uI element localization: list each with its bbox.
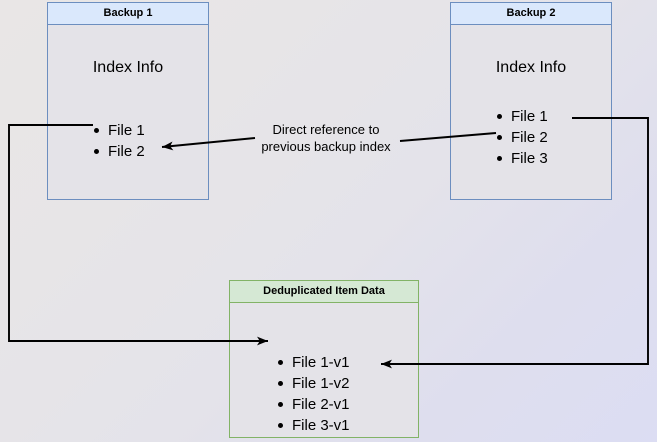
backup-2-index-label: Index Info	[495, 59, 567, 76]
backup-1-file-list: File 1 File 2	[92, 120, 145, 162]
deduplicated-item-list: File 1-v1 File 1-v2 File 2-v1 File 3-v1	[276, 352, 350, 436]
backup-1-index-label: Index Info	[92, 59, 164, 76]
backup-1-header: Backup 1	[48, 3, 208, 25]
backup-2-box[interactable]: Backup 2 Index Info File 1 File 2 File 3	[450, 2, 612, 200]
list-item: File 3-v1	[276, 415, 350, 436]
deduplicated-item-data-header: Deduplicated Item Data	[230, 281, 418, 303]
caption-line-2: previous backup index	[261, 139, 391, 154]
backup-2-file-list: File 1 File 2 File 3	[495, 106, 548, 169]
backup-2-body: Index Info File 1 File 2 File 3	[451, 25, 611, 199]
deduplicated-item-data-box[interactable]: Deduplicated Item Data File 1-v1 File 1-…	[229, 280, 419, 438]
list-item: File 1-v1	[276, 352, 350, 373]
list-item: File 2	[92, 141, 145, 162]
list-item: File 1	[92, 120, 145, 141]
list-item: File 1	[495, 106, 548, 127]
backup-2-header: Backup 2	[451, 3, 611, 25]
backup-1-body: Index Info File 1 File 2	[48, 25, 208, 199]
caption-line-1: Direct reference to	[272, 122, 380, 137]
deduplicated-item-data-body: File 1-v1 File 1-v2 File 2-v1 File 3-v1	[230, 303, 418, 437]
backup-1-box[interactable]: Backup 1 Index Info File 1 File 2	[47, 2, 209, 200]
direct-reference-caption: Direct reference to previous backup inde…	[255, 121, 397, 155]
list-item: File 2-v1	[276, 394, 350, 415]
list-item: File 1-v2	[276, 373, 350, 394]
list-item: File 3	[495, 148, 548, 169]
list-item: File 2	[495, 127, 548, 148]
